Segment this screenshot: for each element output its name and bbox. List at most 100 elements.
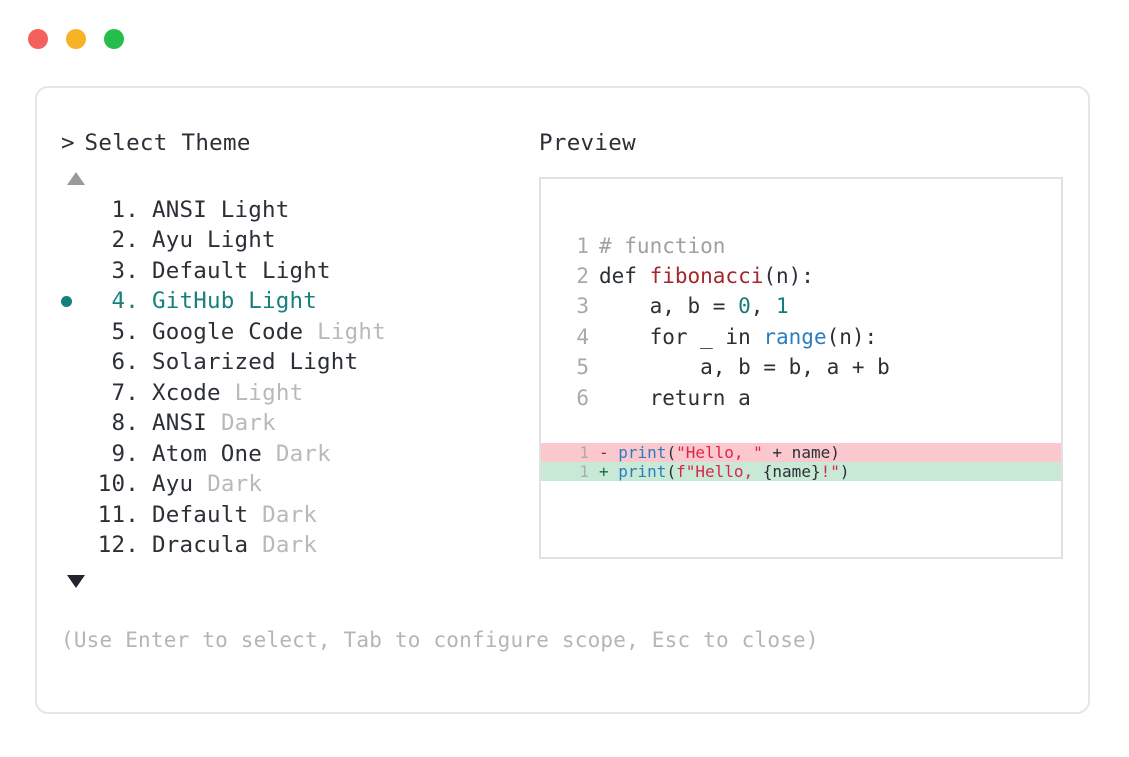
theme-item-index: 2	[91, 225, 139, 256]
theme-item-index: 7	[91, 378, 139, 409]
diff-marker: -	[599, 442, 619, 462]
line-number: 1	[579, 461, 589, 481]
theme-list-item[interactable]: 8ANSIDark	[61, 408, 531, 439]
code-line-text: a, b = b, a + b	[589, 352, 890, 382]
keyboard-hint: (Use Enter to select, Tab to configure s…	[61, 628, 819, 652]
theme-item-index: 10	[91, 469, 139, 500]
line-number: 6	[576, 385, 589, 410]
theme-list-item[interactable]: 11DefaultDark	[61, 500, 531, 531]
line-number: 1	[579, 442, 589, 462]
theme-item-index: 5	[91, 317, 139, 348]
code-line: 1# function	[541, 231, 1061, 261]
diff-line-text: print("Hello, " + name)	[618, 443, 840, 462]
minimize-button[interactable]	[66, 29, 86, 49]
code-token: ,	[750, 294, 777, 319]
theme-list-item[interactable]: 7 Xcode Light	[61, 378, 531, 409]
theme-item-variant: Dark	[275, 440, 331, 467]
code-line-text: a, b = 0, 1	[589, 291, 789, 321]
code-token: a, b =	[599, 294, 739, 319]
theme-item-name: GitHub Light	[152, 288, 317, 314]
scroll-up-icon[interactable]	[67, 171, 85, 185]
line-number: 3	[576, 294, 589, 319]
theme-list-item[interactable]: 6 Solarized Light	[61, 347, 531, 378]
theme-list: 1ANSI Light2Ayu Light3Default Light4GitH…	[61, 195, 531, 561]
window-controls	[28, 29, 124, 49]
code-token: # function	[599, 233, 726, 258]
page-title: Select Theme	[84, 130, 251, 156]
code-token: !"	[820, 461, 840, 481]
theme-item-index: 6	[91, 347, 139, 378]
selection-bullet-cell	[61, 295, 91, 307]
theme-list-item[interactable]: 9 Atom One Dark	[61, 439, 531, 470]
theme-item-name: Ayu Light	[152, 227, 276, 253]
theme-list-item[interactable]: 1 ANSI Light	[61, 195, 531, 226]
code-token: return a	[599, 385, 751, 410]
theme-selector-pane: > Select Theme 1ANSI Light2Ayu Light3Def…	[61, 132, 531, 588]
theme-item-name: Atom One	[152, 440, 262, 467]
code-token: a, b = b, a + b	[599, 355, 890, 380]
theme-list-item[interactable]: 10 Ayu Dark	[61, 469, 531, 500]
code-token: 1	[776, 294, 789, 319]
line-number: 5	[576, 355, 589, 380]
close-button[interactable]	[28, 29, 48, 49]
theme-item-name: Solarized Light	[152, 349, 359, 375]
code-line-text: return a	[589, 383, 751, 413]
theme-item-name: Google Code	[152, 318, 304, 345]
theme-item-name: Default Light	[152, 257, 331, 284]
code-line: 3 a, b = 0, 1	[541, 291, 1061, 321]
line-number: 4	[576, 324, 589, 349]
theme-item-index: 8	[91, 408, 139, 439]
code-token: 0	[738, 294, 751, 319]
theme-item-index: 12	[91, 530, 139, 561]
code-token: (	[666, 461, 677, 481]
code-token: )	[839, 461, 850, 481]
theme-list-item[interactable]: 4 GitHub Light	[61, 286, 531, 317]
theme-list-item[interactable]: 12 Dracula Dark	[61, 530, 531, 561]
theme-item-name: Xcode	[152, 379, 221, 406]
preview-title: Preview	[539, 130, 636, 156]
theme-item-index: 9	[91, 439, 139, 470]
code-line: 6 return a	[541, 383, 1061, 413]
theme-item-variant: Dark	[262, 501, 318, 528]
card-body: > Select Theme 1ANSI Light2Ayu Light3Def…	[37, 88, 1088, 712]
theme-item-index: 1	[91, 195, 139, 226]
scroll-down-icon[interactable]	[67, 574, 85, 588]
theme-item-name: ANSI Light	[152, 196, 290, 223]
code-token: range	[763, 324, 827, 349]
theme-item-variant: Dark	[262, 532, 318, 558]
code-token: fibonacci	[649, 263, 764, 288]
theme-item-name: Dracula	[152, 532, 249, 558]
theme-item-index: 11	[91, 500, 139, 531]
diff-line-del: 1- print("Hello, " + name)	[541, 442, 1061, 462]
code-token: + name)	[762, 442, 840, 462]
maximize-button[interactable]	[104, 29, 124, 49]
theme-list-item[interactable]: 3 Default Light	[61, 256, 531, 287]
code-token: "Hello, "	[676, 442, 763, 462]
diff-marker: +	[599, 461, 619, 481]
theme-item-variant: Light	[317, 318, 386, 345]
line-number: 2	[576, 263, 589, 288]
theme-selector-card: > Select Theme 1ANSI Light2Ayu Light3Def…	[35, 86, 1090, 714]
theme-item-index: 3	[91, 256, 139, 287]
prompt-caret-icon: >	[61, 130, 75, 156]
theme-item-name: ANSI	[152, 410, 207, 436]
code-line: 4 for _ in range(n):	[541, 322, 1061, 352]
code-token: print	[618, 442, 667, 462]
code-token: {name}	[762, 461, 821, 481]
theme-item-variant: Dark	[207, 471, 263, 497]
theme-list-item[interactable]: 5 Google Code Light	[61, 317, 531, 348]
prompt-row: > Select Theme	[61, 132, 531, 155]
code-line-text: # function	[589, 231, 725, 261]
theme-item-index: 4	[91, 286, 139, 317]
diff-line-text: print(f"Hello, {name}!")	[618, 462, 849, 481]
theme-item-variant: Light	[234, 379, 304, 406]
theme-item-name: Ayu	[152, 471, 194, 497]
diff-sample: 1- print("Hello, " + name)1+ print(f"Hel…	[541, 442, 1061, 481]
theme-list-item[interactable]: 2 Ayu Light	[61, 225, 531, 256]
code-token: (n):	[826, 324, 878, 349]
code-token: (	[666, 442, 677, 462]
